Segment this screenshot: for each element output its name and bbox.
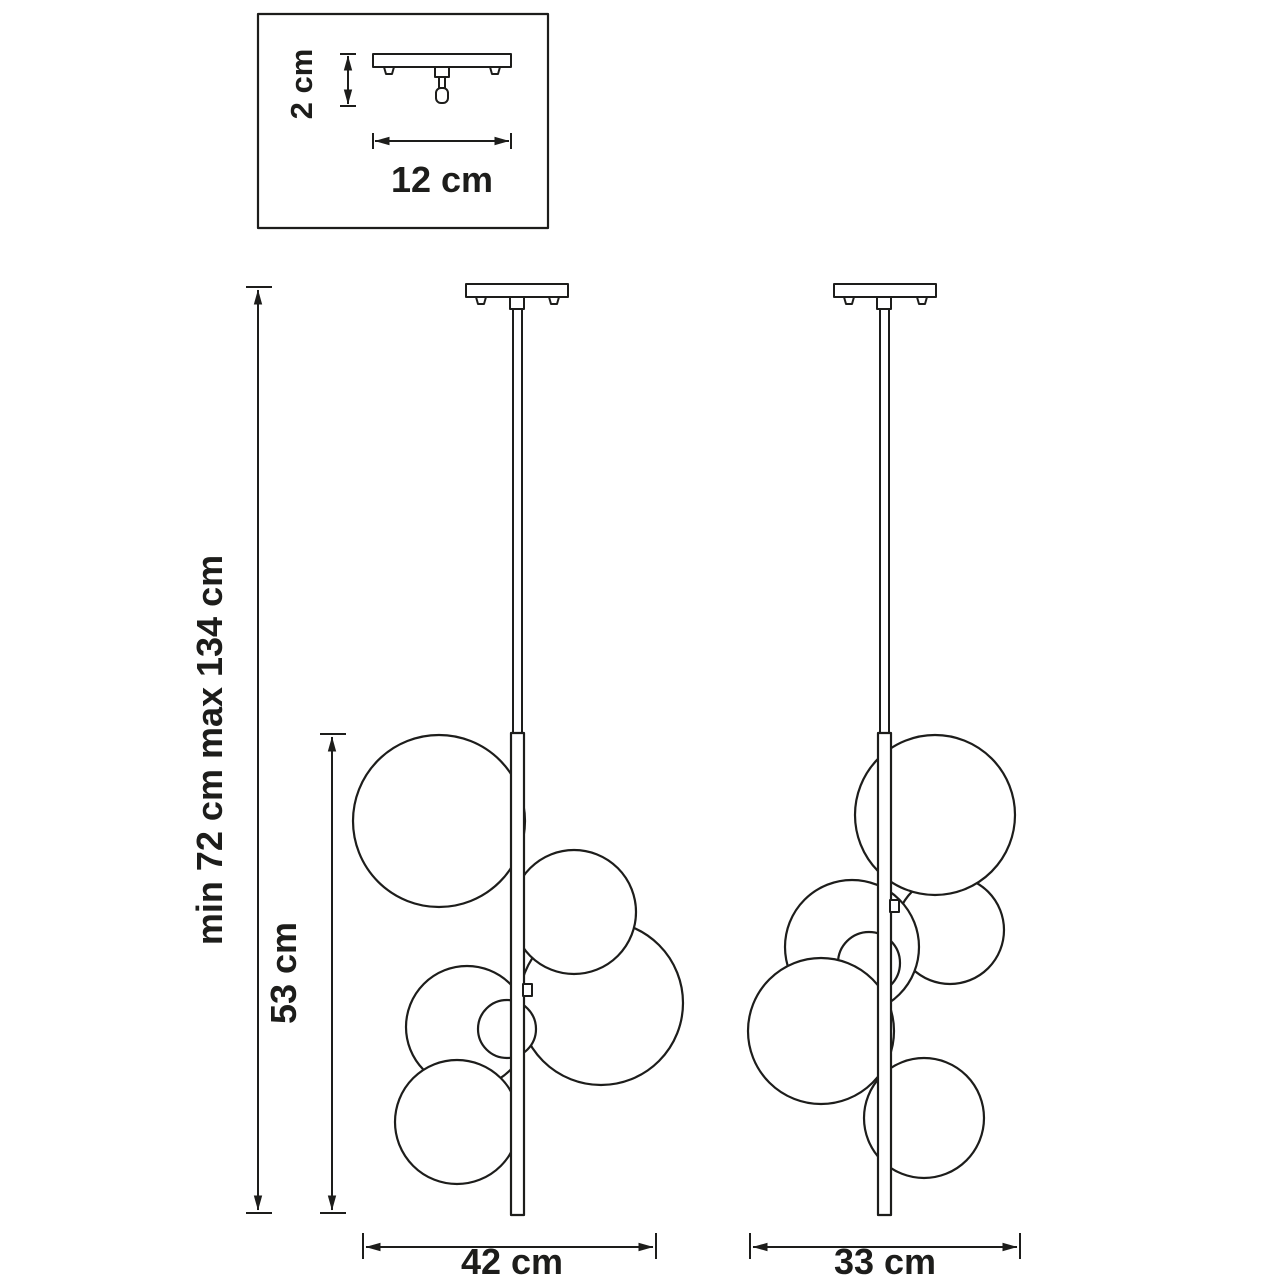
canopy-connector-loop <box>435 87 449 104</box>
plate-screw <box>916 296 928 305</box>
canopy-screw <box>383 66 395 75</box>
canopy-drawing <box>372 53 512 104</box>
glass-sphere <box>510 848 638 976</box>
glass-sphere <box>476 998 538 1060</box>
plate-screw <box>475 296 487 305</box>
canopy-height-label: 2 cm <box>284 49 319 120</box>
plate-screw <box>548 296 560 305</box>
rod-coupler <box>509 296 525 310</box>
canopy-detail: 2 cm 12 cm <box>256 12 550 230</box>
side-view <box>746 283 1017 1217</box>
canopy-plate <box>372 53 512 68</box>
rod-coupler <box>876 296 892 310</box>
glass-sphere <box>393 1058 521 1186</box>
canopy-width-label: 12 cm <box>391 159 493 200</box>
overall-height-label: min 72 cm max 134 cm <box>189 555 230 945</box>
upper-rod <box>879 308 890 734</box>
dim-side-width: 33 cm <box>749 1233 1021 1280</box>
ceiling-plate <box>465 283 569 298</box>
lower-rod <box>876 731 893 1217</box>
fixture-height-label: 53 cm <box>263 922 304 1024</box>
glass-sphere <box>746 956 896 1106</box>
dim-front-width: 42 cm <box>362 1233 657 1280</box>
front-view <box>351 283 685 1217</box>
sphere-socket <box>889 899 900 913</box>
upper-rod <box>512 308 523 734</box>
sphere-socket <box>522 983 533 997</box>
plate-screw <box>843 296 855 305</box>
detail-box-border <box>256 12 550 230</box>
dim-fixture-height: 53 cm <box>263 733 346 1214</box>
glass-sphere <box>351 733 527 909</box>
glass-sphere <box>862 1056 986 1180</box>
lower-rod <box>509 731 526 1217</box>
dim-canopy-width: 12 cm <box>372 133 512 200</box>
canopy-screw <box>489 66 501 75</box>
canopy-connector-stem <box>438 76 446 89</box>
side-width-label: 33 cm <box>834 1241 936 1280</box>
glass-sphere <box>853 733 1017 897</box>
dim-canopy-height: 2 cm <box>284 49 356 120</box>
front-width-label: 42 cm <box>461 1241 563 1280</box>
ceiling-plate <box>833 283 937 298</box>
dim-overall-height: min 72 cm max 134 cm <box>189 286 272 1214</box>
canopy-connector-neck <box>434 66 450 78</box>
